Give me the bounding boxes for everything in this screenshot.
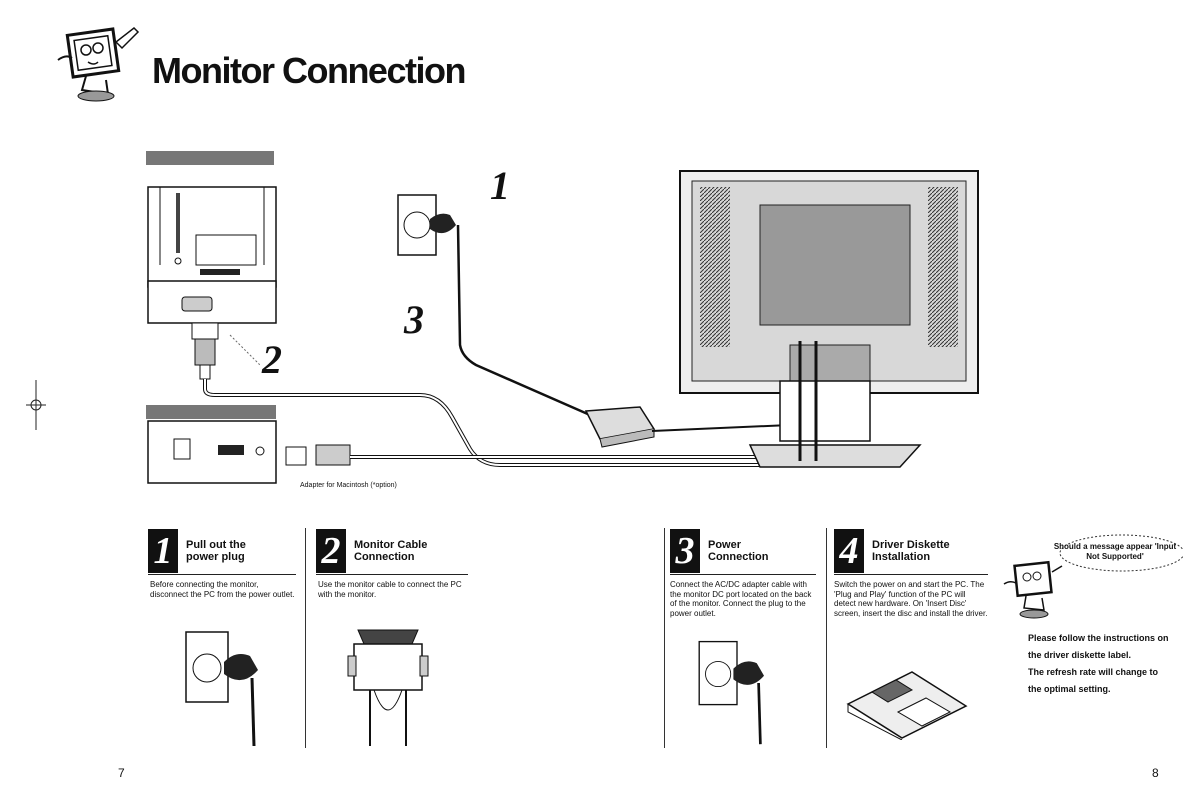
- step-1-desc: Before connecting the monitor, disconnec…: [150, 580, 295, 599]
- speech-bubble-text: Should a message appear 'Input Not Suppo…: [1053, 542, 1177, 561]
- pc-header-bar: [146, 151, 274, 165]
- note-line-3: The refresh rate will change to: [1028, 667, 1159, 677]
- page-number-left: 7: [118, 766, 125, 780]
- note-line-4: the optimal setting.: [1028, 684, 1111, 694]
- step-1-header: 1 Pull out the power plug: [148, 528, 296, 575]
- floppy-disk-icon: [846, 671, 968, 740]
- connection-diagram: [146, 151, 979, 484]
- step-1-title: Pull out the power plug: [186, 539, 246, 563]
- divider-3-4: [826, 528, 827, 748]
- mascot-monitor-icon: [1003, 560, 1063, 619]
- divider-left-3: [664, 528, 665, 748]
- step-4-title: Driver Diskette Installation: [872, 539, 950, 563]
- note-line-2: the driver diskette label.: [1028, 650, 1132, 660]
- mac-header-bar: [146, 405, 276, 419]
- driver-note: Please follow the instructions on the dr…: [1028, 630, 1183, 698]
- wall-outlet-icon: [397, 194, 456, 256]
- page-number-right: 8: [1152, 766, 1159, 780]
- outlet-plug-icon: [698, 640, 764, 745]
- divider-1-2: [305, 528, 306, 748]
- pc-back-panel-icon: [147, 186, 277, 324]
- ac-adapter-icon: [584, 406, 656, 448]
- mac-back-panel-icon: [147, 420, 277, 484]
- step-2-number: 2: [316, 529, 346, 573]
- note-line-1: Please follow the instructions on: [1028, 633, 1169, 643]
- mac-adapter-icon: [285, 444, 351, 466]
- vga-cable-icon: [347, 629, 429, 746]
- step-2-desc: Use the monitor cable to connect the PC …: [318, 580, 462, 599]
- step-4-number: 4: [834, 529, 864, 573]
- outlet-plug-icon: [185, 631, 258, 747]
- step-2-title: Monitor Cable Connection: [354, 539, 428, 563]
- step-3-header: 3 Power Connection: [670, 528, 816, 575]
- step-4-header: 4 Driver Diskette Installation: [834, 528, 988, 575]
- adapter-label: Adapter for Macintosh (*option): [300, 482, 397, 489]
- vga-connector-icon: [191, 322, 219, 380]
- mascot-monitor-icon: [57, 27, 140, 102]
- speech-bubble-icon: [1059, 534, 1183, 572]
- callout-2: 2: [262, 337, 282, 382]
- step-4-desc: Switch the power on and start the PC. Th…: [834, 580, 988, 618]
- step-1-number: 1: [148, 529, 178, 573]
- step-3-desc: Connect the AC/DC adapter cable with the…: [670, 580, 812, 618]
- callout-1: 1: [490, 163, 510, 208]
- callout-3: 3: [404, 297, 424, 342]
- monitor-back-icon: [679, 170, 979, 468]
- step-3-number: 3: [670, 529, 700, 573]
- page-title: Monitor Connection: [152, 50, 466, 91]
- step-2-header: 2 Monitor Cable Connection: [316, 528, 468, 575]
- registration-mark-icon: [26, 380, 46, 430]
- step-3-title: Power Connection: [708, 539, 769, 563]
